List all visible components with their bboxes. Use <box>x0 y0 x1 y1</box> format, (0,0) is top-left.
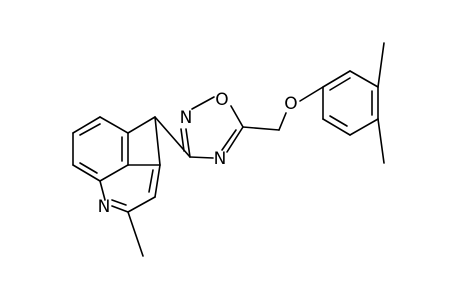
bond <box>111 199 127 206</box>
bond <box>349 70 379 88</box>
bond <box>230 105 244 128</box>
bond <box>322 118 351 136</box>
atom-label-quinoline-n: N <box>98 197 111 217</box>
bond <box>99 164 129 182</box>
bond <box>154 116 161 166</box>
atom-labels: O N N O N <box>98 90 298 217</box>
bond <box>189 156 214 159</box>
bond <box>148 169 154 193</box>
bond <box>191 96 215 110</box>
bond <box>322 70 351 88</box>
bond <box>154 164 161 198</box>
bond <box>377 118 385 164</box>
bonds <box>72 42 385 257</box>
bond <box>221 129 237 151</box>
atom-label-oxadiazole-n4: N <box>214 149 227 169</box>
bond <box>377 42 385 88</box>
bond <box>299 86 324 102</box>
bond <box>127 211 144 257</box>
bond <box>111 205 129 213</box>
atom-label-oxadiazole-n2: N <box>180 108 193 128</box>
bond <box>278 112 287 131</box>
bond <box>79 123 101 136</box>
bond <box>185 128 191 158</box>
bond <box>329 115 348 127</box>
atom-label-oxadiazole-o: O <box>215 90 228 110</box>
bond <box>329 77 351 91</box>
bond <box>99 180 106 201</box>
bond <box>127 116 156 134</box>
bond <box>242 126 280 131</box>
bond <box>72 164 101 182</box>
bond <box>180 128 185 152</box>
bond <box>226 126 244 153</box>
bond <box>127 196 156 213</box>
bond <box>79 162 98 174</box>
bond <box>99 116 129 134</box>
atom-label-ether-o: O <box>284 94 297 114</box>
bond <box>349 118 379 136</box>
bond <box>72 116 101 134</box>
